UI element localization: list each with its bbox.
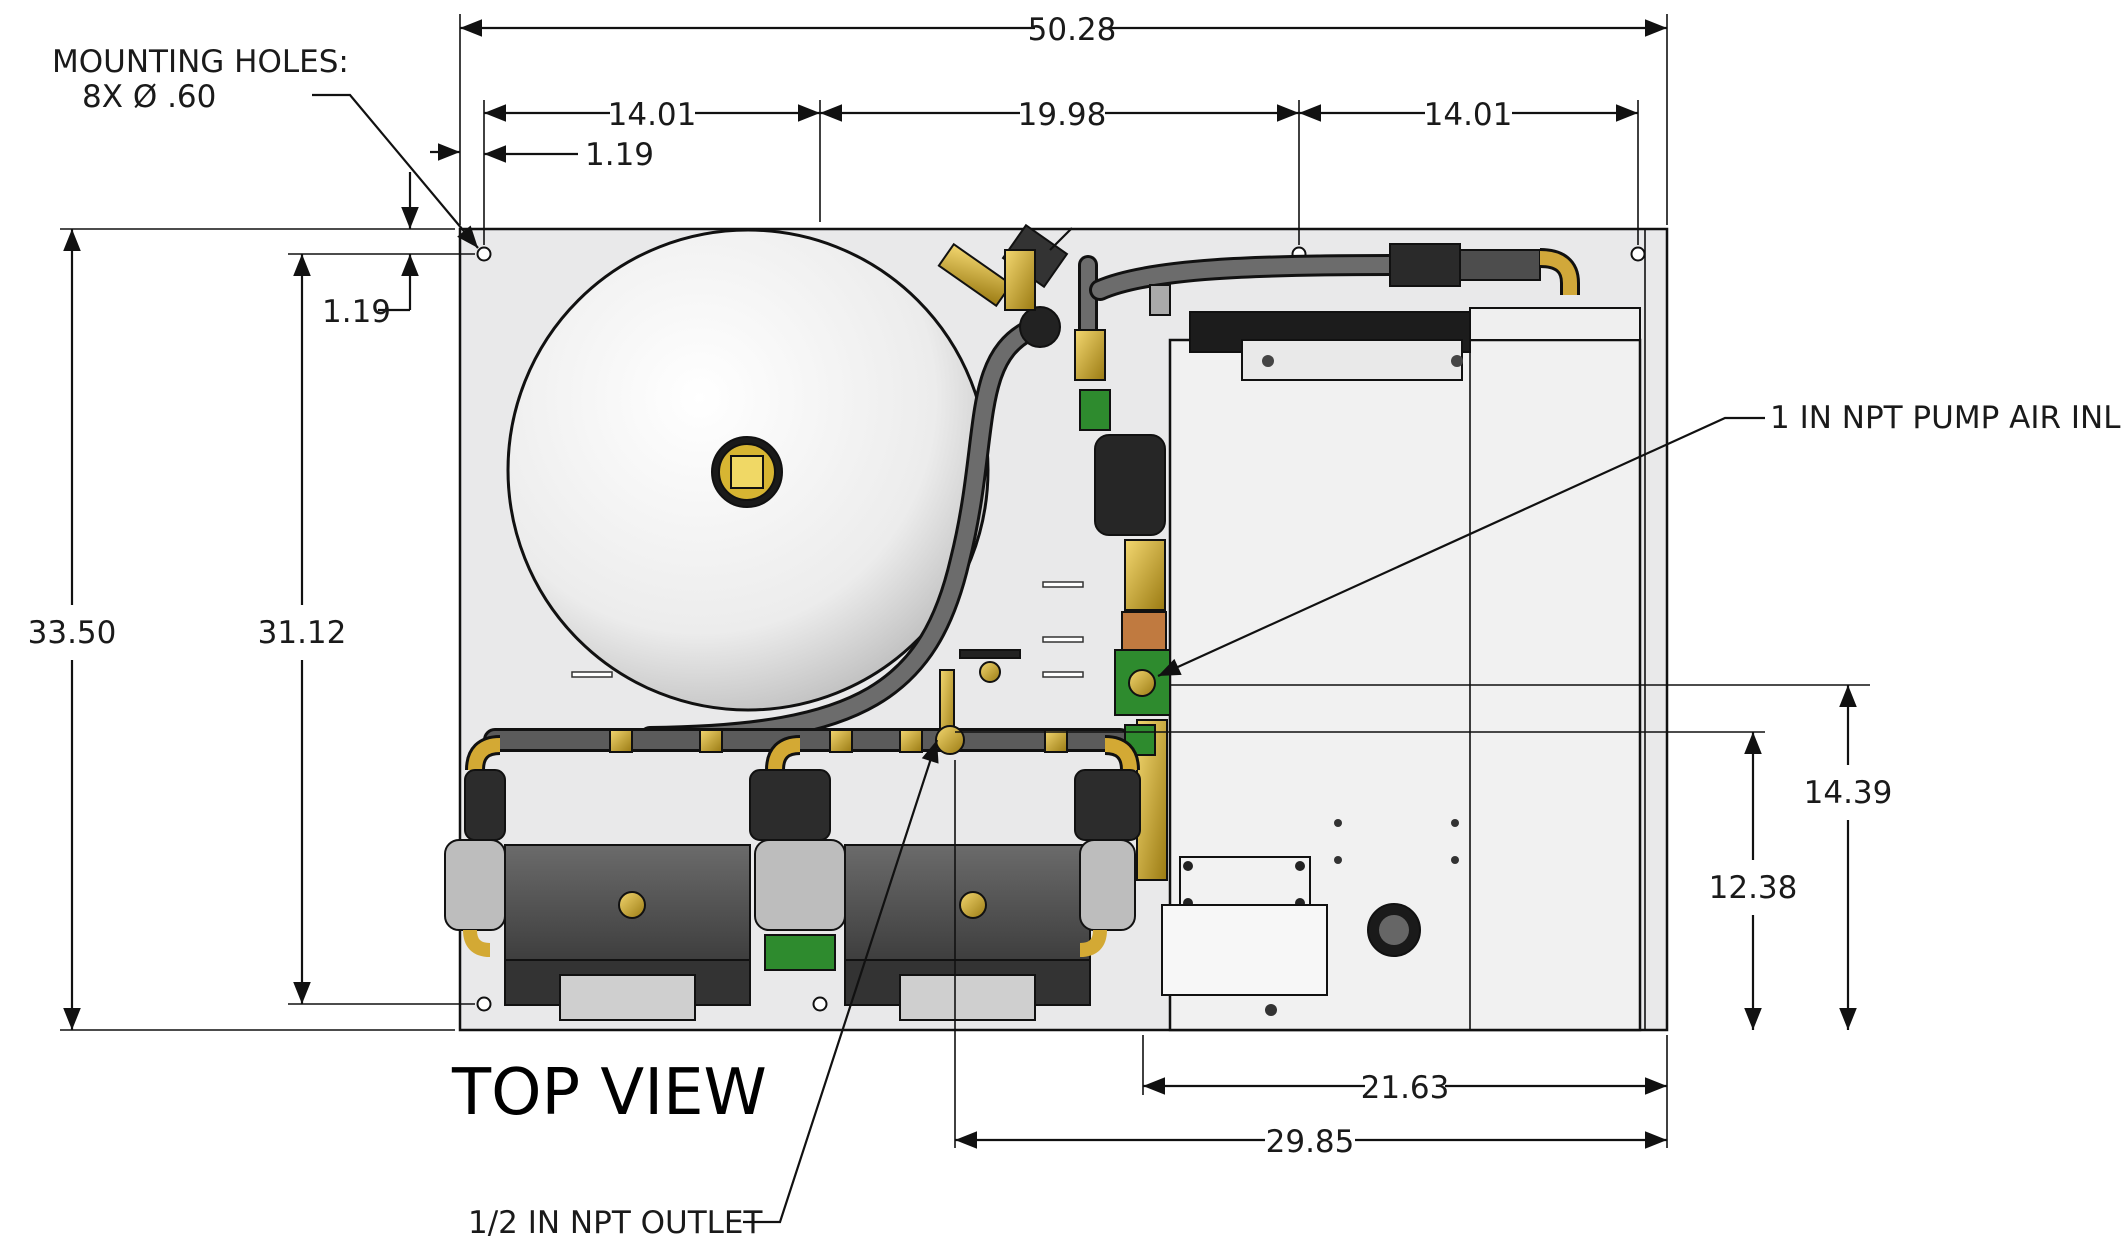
dim-hole-offset-x: 1.19 bbox=[585, 137, 654, 173]
mounting-holes-spec: 8X Ø .60 bbox=[82, 79, 216, 115]
mounting-hole bbox=[812, 996, 828, 1012]
tank-valve-cluster bbox=[937, 223, 1073, 348]
view-title: TOP VIEW bbox=[451, 1056, 767, 1130]
dim-pump-inlet-height: 14.39 bbox=[1804, 775, 1893, 811]
mounting-hole bbox=[476, 996, 492, 1012]
pump-head-right bbox=[1074, 769, 1141, 957]
dim-hole-spacing-right: 14.01 bbox=[1424, 97, 1513, 133]
dim-hole-span-depth: 31.12 bbox=[258, 615, 347, 651]
outlet-valve-tree bbox=[465, 649, 1140, 771]
dim-hole-spacing-left: 14.01 bbox=[608, 97, 697, 133]
dim-overall-width: 50.28 bbox=[1028, 12, 1117, 48]
dim-outlet-width: 29.85 bbox=[1266, 1124, 1355, 1160]
inlet-fittings bbox=[1074, 243, 1580, 431]
pump-cabinet bbox=[1094, 307, 1642, 1032]
dim-overall-depth: 33.50 bbox=[28, 615, 117, 651]
outlet-label: 1/2 IN NPT OUTLET bbox=[468, 1205, 763, 1241]
dim-pump-inlet-width: 21.63 bbox=[1361, 1070, 1450, 1106]
dimension-annotations: 50.28 14.01 19.98 14.01 1.19 1.19 33.50 … bbox=[28, 12, 1893, 1160]
pressure-tank bbox=[506, 228, 990, 712]
callouts: MOUNTING HOLES: 8X Ø .60 1 IN NPT PUMP A… bbox=[52, 44, 2122, 1241]
mounting-hole bbox=[476, 246, 492, 262]
dim-outlet-height: 12.38 bbox=[1709, 870, 1798, 906]
pump-air-inlet-label: 1 IN NPT PUMP AIR INLET bbox=[1770, 400, 2122, 436]
plate-slots bbox=[571, 581, 1084, 678]
dim-hole-offset-y: 1.19 bbox=[322, 294, 391, 330]
pump-head-left bbox=[444, 769, 751, 1021]
pump-head-middle bbox=[749, 769, 1091, 1021]
mounting-holes-label: MOUNTING HOLES: bbox=[52, 44, 349, 80]
dim-hole-spacing-middle: 19.98 bbox=[1018, 97, 1107, 133]
machine-assembly bbox=[444, 223, 1669, 1032]
mounting-hole bbox=[1630, 246, 1646, 262]
